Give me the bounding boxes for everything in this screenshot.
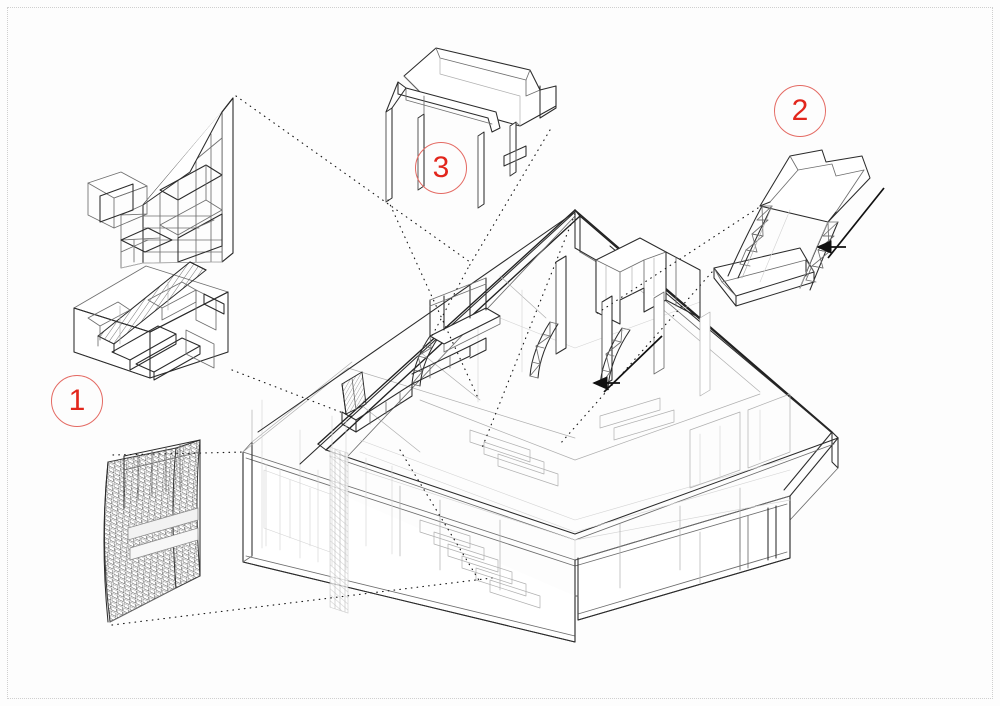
leader-lines [111,95,759,626]
callout-marker-1[interactable]: 1 [51,375,103,427]
main-building-axonometric [242,209,839,643]
callout-marker-1-label: 1 [68,384,86,417]
callout-marker-2-label: 2 [791,94,809,127]
leader-masonry-screen-to-base [111,577,493,626]
stepped-shelf-front-boxes [87,97,234,269]
leader-masonry-screen-to-gable [112,451,247,456]
embedded-truss-left [411,335,439,387]
building-plinth [242,451,791,643]
building-embedded-trusses [411,321,663,393]
roof-frame-and-column-module [385,47,557,209]
building-hatched-vent [341,371,367,415]
building-interior-stair-left [341,277,501,433]
masonry-window-band-lower [129,527,199,561]
building-front-notch [574,557,579,643]
stair-core-slab-volume [73,261,229,381]
curved-truss-floor-module [713,149,885,307]
building-central-wall-fins [477,255,711,403]
stair-core-interior-steps [87,281,225,381]
stair-core-hatched-ramp [97,261,207,353]
callout-marker-2[interactable]: 2 [774,85,826,137]
curved-masonry-screen-wall [103,439,201,623]
leader-stair-core-to-interior [231,369,357,419]
leader-interior-to-lower [399,449,481,583]
masonry-window-band-upper [127,507,199,541]
stepped-shelf-volume [87,97,234,269]
truss-module-lower-tray [713,247,815,307]
truss-module-upper-tray [759,149,871,223]
leader-ridge-down [481,213,576,449]
leader-truss-module-to-roof-right [559,271,713,445]
building-interior-brick-screen [329,415,349,614]
leader-roof-frame-right [467,129,551,269]
callout-marker-3[interactable]: 3 [415,142,467,194]
leader-roof-frame-right-lower [431,267,469,337]
embedded-truss-centre [529,321,559,379]
building-right-columns [699,505,777,585]
building-interior-partitions [263,393,791,609]
callout-marker-3-label: 3 [432,151,450,184]
